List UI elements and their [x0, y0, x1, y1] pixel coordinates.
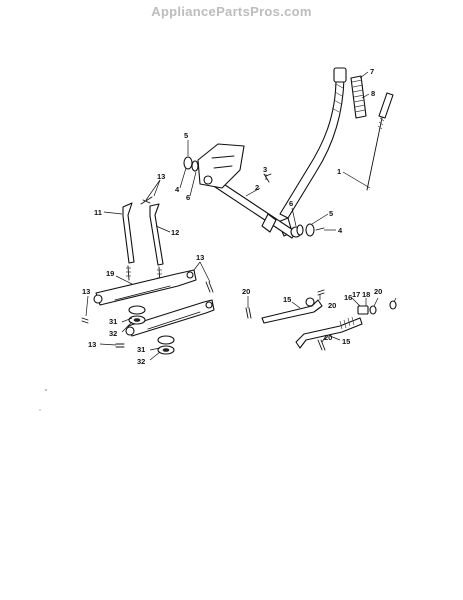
clip-13-left [81, 317, 89, 324]
spring-rod [366, 92, 394, 191]
callout-12: 12 [171, 228, 179, 237]
callout-20b: 20 [328, 301, 336, 310]
callout-20: 20 [242, 287, 250, 296]
callout-32b: 32 [137, 357, 145, 366]
callout-3: 3 [263, 165, 267, 174]
adjust-rod-lower [295, 316, 363, 349]
callout-13: 13 [157, 172, 165, 181]
lift-link-12 [149, 203, 164, 285]
leader-lines [85, 71, 397, 361]
callout-15: 15 [283, 295, 291, 304]
callout-11: 11 [94, 208, 102, 217]
callout-6: 6 [186, 193, 190, 202]
callout-7: 7 [370, 67, 374, 76]
adjust-rod-upper [261, 297, 323, 324]
callout-5: 5 [184, 131, 188, 140]
lift-arm-upper [93, 269, 197, 306]
callout-4: 4 [175, 185, 180, 194]
callout-8: 8 [371, 89, 375, 98]
callout-20c: 20 [374, 287, 382, 296]
callout-19: 19 [106, 269, 114, 278]
washers-lower [157, 335, 175, 355]
callout-13b: 13 [196, 253, 204, 262]
callout-6b: 6 [289, 199, 293, 208]
callout-5b: 5 [329, 209, 333, 218]
callout-31b: 31 [137, 345, 145, 354]
scan-speck [39, 409, 41, 411]
callout-32: 32 [109, 329, 117, 338]
handle-grip [350, 75, 367, 119]
lift-handle [277, 67, 347, 237]
callout-31: 31 [109, 317, 117, 326]
watermark: AppliancePartsPros.com [151, 4, 312, 19]
callout-20d: 20 [324, 333, 332, 342]
callout-13c: 13 [82, 287, 90, 296]
callout-2: 2 [255, 183, 259, 192]
lift-arm-lower [125, 299, 215, 337]
adjust-hardware [245, 289, 397, 351]
lift-link-11 [122, 202, 135, 281]
callout-18: 18 [362, 290, 370, 299]
lift-shaft [197, 143, 302, 239]
washers-upper [128, 305, 146, 325]
callout-13d: 13 [88, 340, 96, 349]
callout-16: 16 [344, 293, 352, 302]
callout-labels: 7 8 1 5 4 6 3 2 6 5 4 13 11 12 13 19 13 … [82, 67, 382, 366]
scan-speck [45, 389, 47, 391]
callout-4b: 4 [338, 226, 343, 235]
callout-17: 17 [352, 290, 360, 299]
clip-13-bottom [115, 343, 125, 348]
callout-1: 1 [337, 167, 341, 176]
shaft-hardware [183, 156, 325, 237]
cotter-pin-13 [140, 196, 153, 205]
callout-15b: 15 [342, 337, 350, 346]
clip-13-right [205, 281, 214, 293]
